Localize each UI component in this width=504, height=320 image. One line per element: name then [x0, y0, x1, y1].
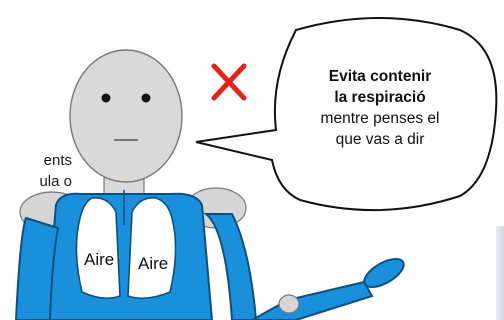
left-lung: [75, 196, 121, 300]
right-lung: [127, 196, 177, 300]
right-lung-label: Aire: [138, 254, 169, 273]
right-forearm: [249, 280, 374, 320]
bubble-bold-line-2: la respiració: [334, 89, 426, 106]
cross-icon: [211, 63, 247, 101]
right-arm: [203, 213, 258, 320]
speech-bubble-text: Evita contenir la respiració mentre pens…: [292, 66, 468, 150]
speech-bubble: [195, 17, 498, 212]
torso: [44, 192, 214, 320]
bubble-bold-line-1: Evita contenir: [328, 68, 432, 85]
bubble-line-4: que vas a dir: [335, 131, 425, 148]
right-eye: [141, 93, 151, 103]
right-hand: [363, 258, 405, 288]
bubble-line-3: mentre penses el: [320, 110, 440, 127]
head: [69, 49, 183, 183]
edge-shadow: [496, 226, 504, 320]
left-arm: [14, 216, 60, 320]
right-elbow: [278, 294, 300, 314]
side-text-line-2: ula o: [39, 173, 72, 190]
side-text-line-1: ents: [43, 152, 72, 169]
side-text: ents ula o: [0, 150, 72, 192]
left-lung-label: Aire: [84, 250, 115, 269]
left-eye: [101, 93, 111, 103]
